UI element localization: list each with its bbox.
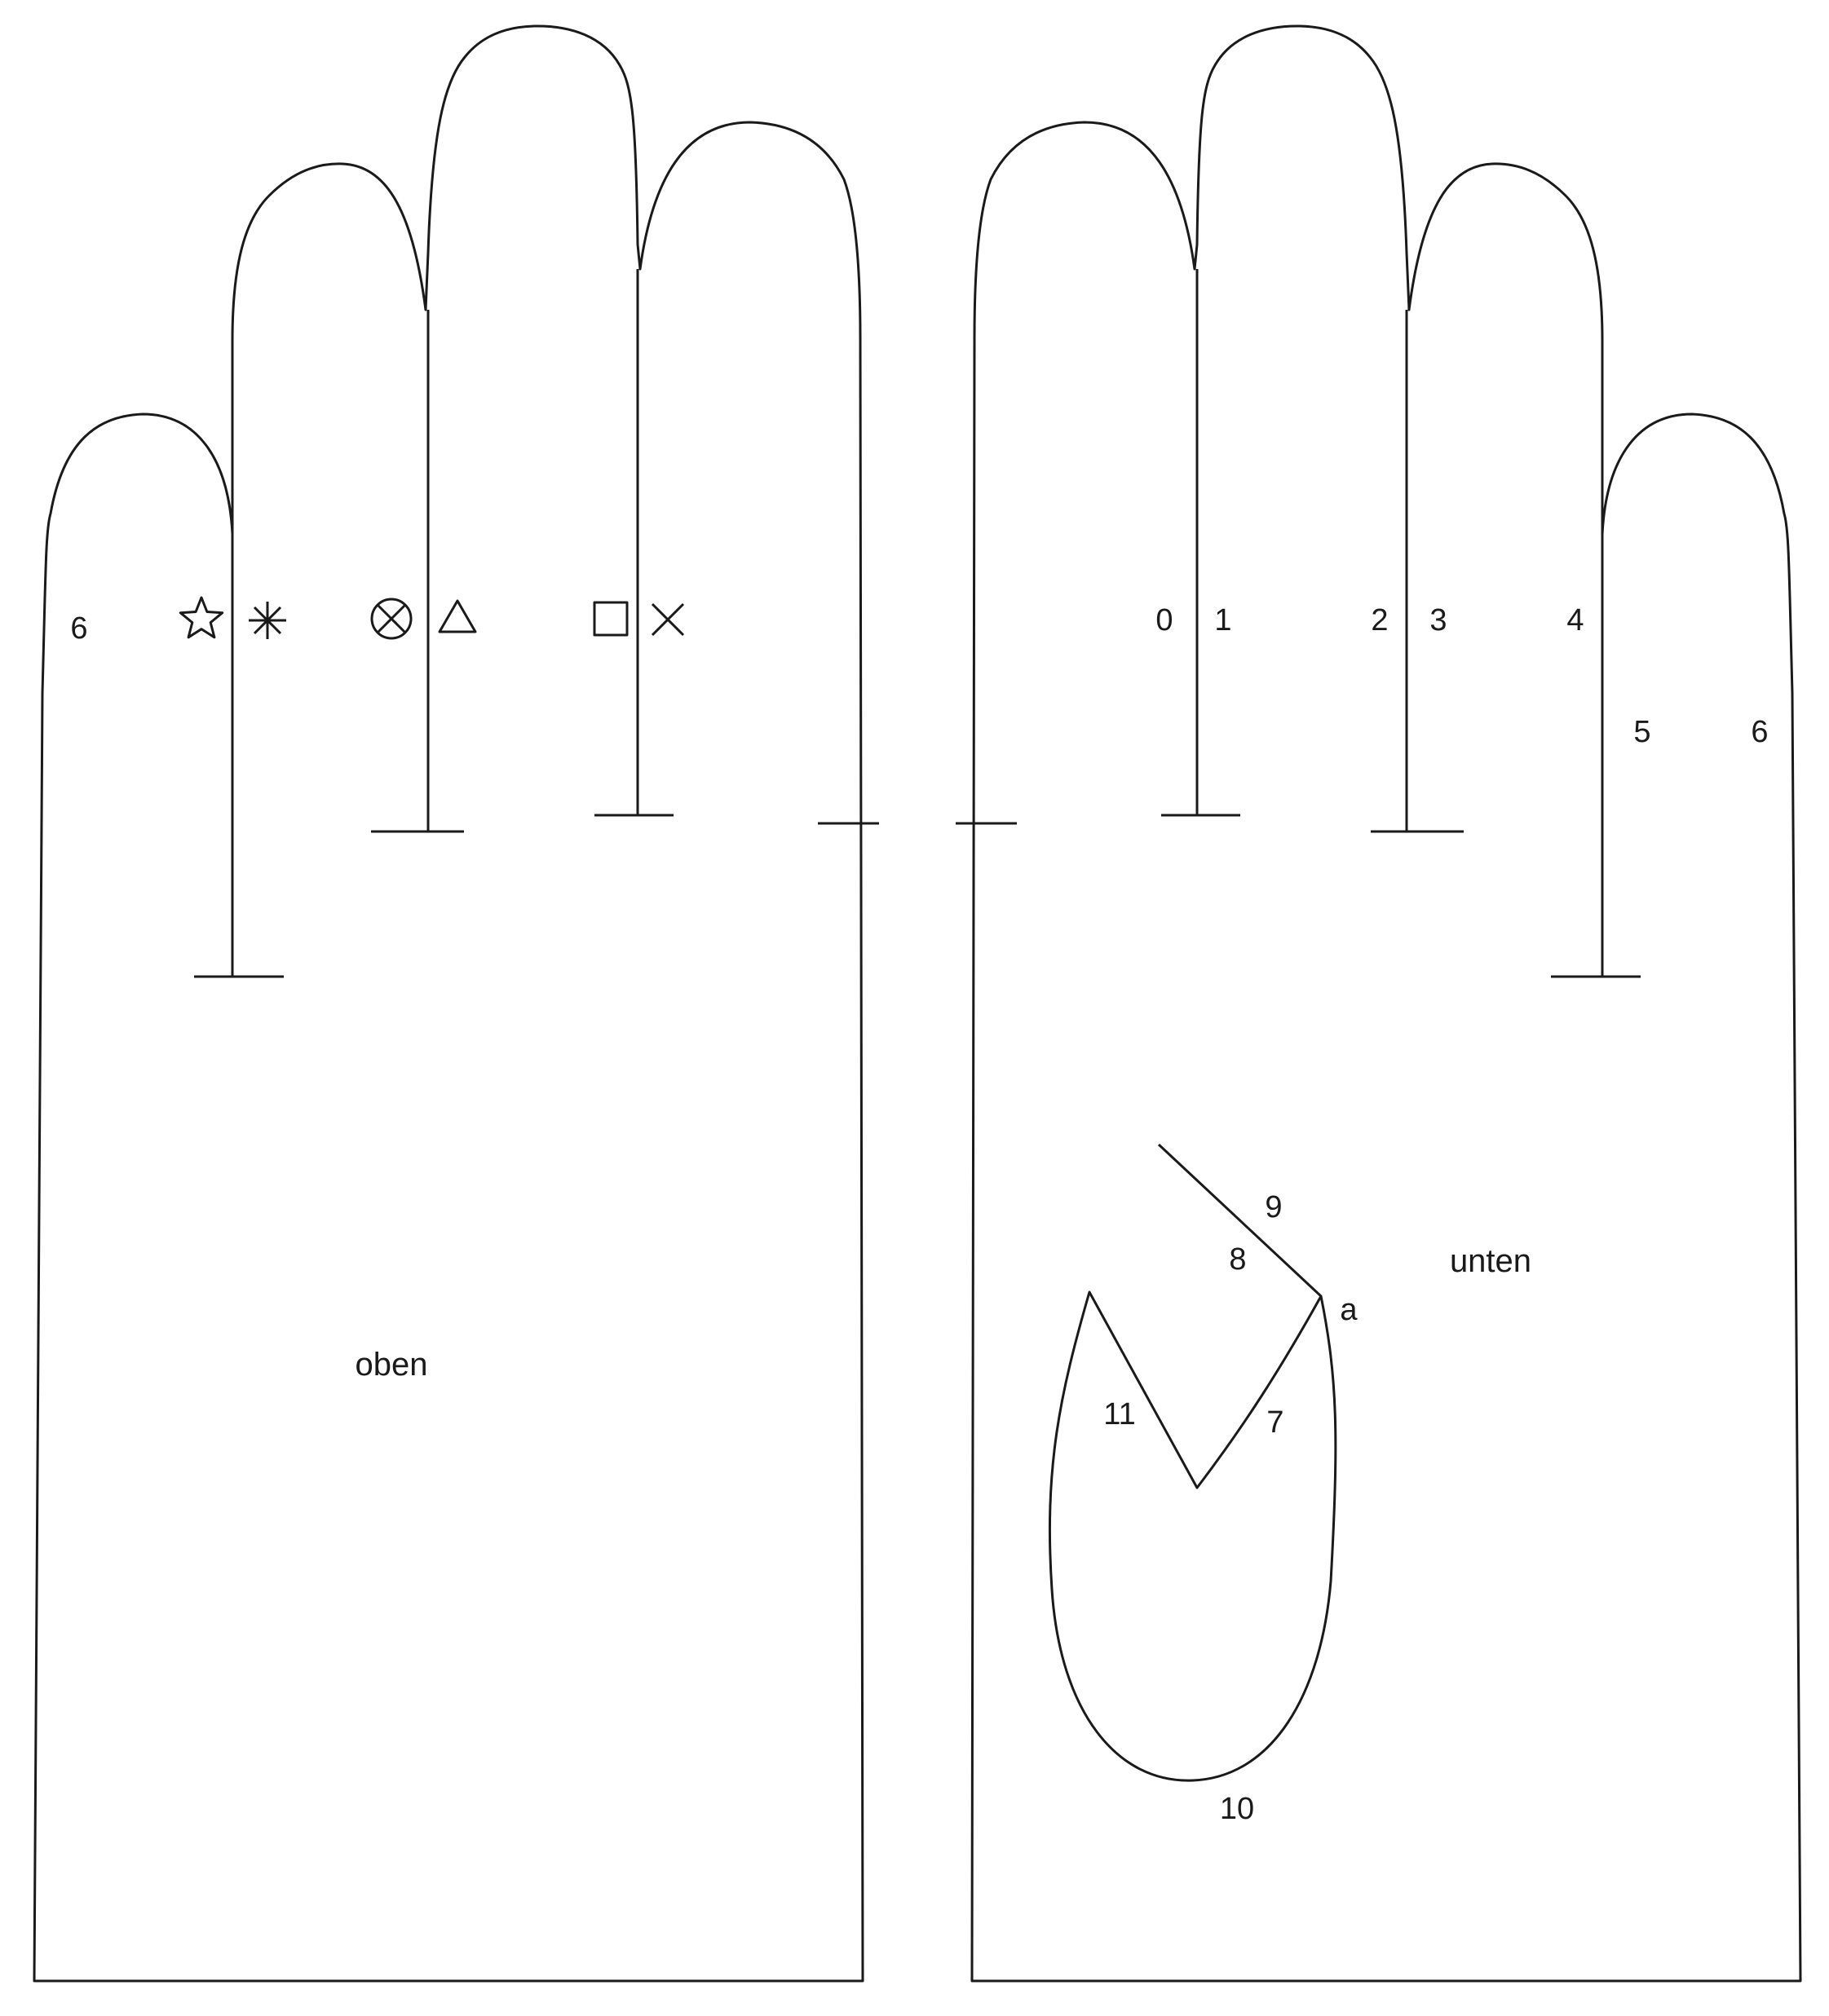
finger-number-1: 1 — [1214, 603, 1231, 637]
finger-number-0: 0 — [1155, 603, 1173, 637]
thumb-number-8: 8 — [1229, 1242, 1246, 1277]
bottom-piece-label: unten — [1450, 1243, 1531, 1279]
finger-number-3: 3 — [1429, 603, 1447, 637]
top-edge-number: 6 — [70, 611, 87, 646]
thumb-number-11: 11 — [1103, 1397, 1135, 1431]
bottom-glove-outline — [970, 24, 1802, 1983]
asterisk-icon — [249, 602, 286, 639]
thumb-number-7: 7 — [1266, 1405, 1283, 1440]
finger-number-5: 5 — [1633, 715, 1650, 749]
top-glove-outline — [33, 24, 864, 1983]
finger-number-4: 4 — [1566, 603, 1584, 637]
square-icon — [593, 601, 629, 637]
thumb-opening — [1048, 1143, 1337, 1782]
corner-letter-a: a — [1340, 1293, 1358, 1327]
top-glove-piece: 6 oben — [33, 24, 879, 1983]
finger-number-2: 2 — [1371, 603, 1388, 637]
thumb-number-10: 10 — [1220, 1792, 1254, 1826]
top-piece-label: oben — [356, 1347, 428, 1383]
triangle-icon — [438, 599, 477, 633]
star-icon — [179, 596, 224, 639]
bottom-glove-piece: 0 1 2 3 4 5 6 9 8 a 11 7 10 unten — [956, 24, 1802, 1983]
thumb-number-9: 9 — [1265, 1190, 1282, 1224]
circled-cross-icon — [370, 598, 413, 640]
finger-number-6: 6 — [1751, 715, 1768, 749]
cross-icon — [651, 602, 685, 637]
